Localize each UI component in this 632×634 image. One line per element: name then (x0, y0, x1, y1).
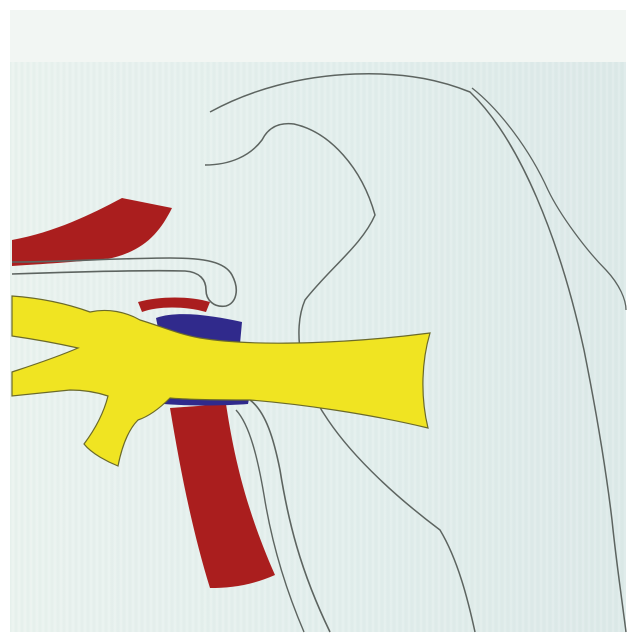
paper-top-band (10, 10, 626, 62)
